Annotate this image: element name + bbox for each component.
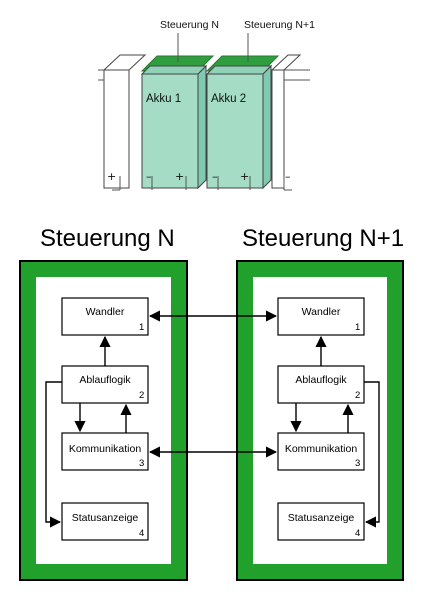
block-label: Statusanzeige bbox=[72, 512, 139, 524]
top-label-steuerung-n1: Steuerung N+1 bbox=[244, 19, 315, 31]
block-label: Statusanzeige bbox=[288, 512, 355, 524]
akku-1-cell bbox=[140, 64, 208, 190]
block-ablauflogik-n1: Ablauflogik 2 bbox=[277, 365, 365, 404]
polarity-minus-right: – bbox=[285, 170, 291, 183]
polarity-minus-akku2: – bbox=[212, 170, 218, 183]
block-number: 4 bbox=[355, 528, 360, 539]
block-label: Kommunikation bbox=[69, 443, 142, 455]
akku-2-cell bbox=[205, 64, 273, 190]
block-wandler-n1: Wandler 1 bbox=[277, 297, 365, 336]
battery-pack-illustration: + – + – + – Akku 1 Akku 2 Steuerung N St… bbox=[98, 19, 315, 191]
akku-2-label: Akku 2 bbox=[211, 93, 246, 105]
block-label: Kommunikation bbox=[285, 443, 358, 455]
block-number: 3 bbox=[139, 458, 144, 469]
block-ablauflogik-n: Ablauflogik 2 bbox=[61, 365, 149, 404]
block-number: 2 bbox=[139, 390, 144, 401]
block-label: Ablauflogik bbox=[79, 374, 131, 386]
arrow-ablauflogik-to-statusanzeige-n1 bbox=[364, 381, 380, 528]
block-number: 2 bbox=[355, 390, 360, 401]
terminal-lines bbox=[112, 176, 292, 191]
block-wandler-n: Wandler 1 bbox=[61, 297, 149, 336]
top-label-steuerung-n: Steuerung N bbox=[160, 19, 219, 31]
polarity-minus-akku1: – bbox=[146, 170, 152, 183]
neighbour-cell-right bbox=[270, 54, 310, 189]
polarity-plus-akku1: + bbox=[175, 170, 184, 183]
block-statusanzeige-n: Statusanzeige 4 bbox=[61, 502, 149, 541]
arrow-ablauflogik-to-statusanzeige-n bbox=[45, 381, 62, 528]
block-number: 3 bbox=[355, 458, 360, 469]
block-kommunikation-n: Kommunikation 3 bbox=[61, 432, 149, 471]
block-kommunikation-n1: Kommunikation 3 bbox=[277, 432, 365, 471]
neighbour-cell-left bbox=[98, 54, 147, 189]
block-label: Ablauflogik bbox=[295, 374, 347, 386]
block-number: 1 bbox=[355, 322, 360, 333]
block-label: Wandler bbox=[302, 306, 341, 318]
polarity-plus-left: + bbox=[107, 170, 116, 183]
akku-1-label: Akku 1 bbox=[146, 93, 181, 105]
title-steuerung-n: Steuerung N bbox=[40, 225, 175, 252]
block-label: Wandler bbox=[86, 306, 125, 318]
block-statusanzeige-n1: Statusanzeige 4 bbox=[277, 502, 365, 541]
polarity-plus-akku2: + bbox=[240, 170, 249, 183]
block-number: 4 bbox=[139, 528, 144, 539]
block-number: 1 bbox=[139, 322, 144, 333]
title-steuerung-n1: Steuerung N+1 bbox=[242, 225, 404, 252]
